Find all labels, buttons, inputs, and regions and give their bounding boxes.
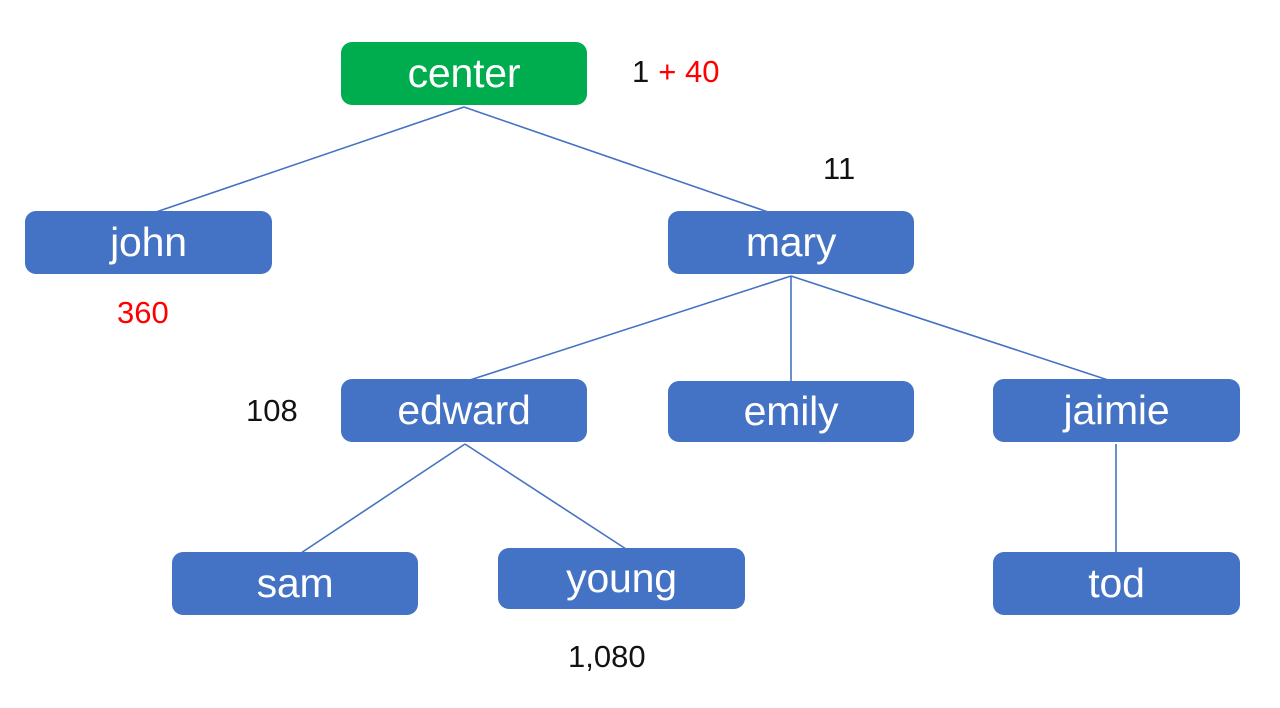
young-annotation: 1,080	[568, 639, 646, 674]
node-emily[interactable]: emily	[668, 381, 914, 442]
edward-annotation: 108	[246, 393, 298, 428]
edge-center-to-mary	[463, 106, 769, 213]
edge-edward-to-young	[464, 443, 627, 550]
node-young[interactable]: young	[498, 548, 745, 609]
center-annotation-delta: + 40	[658, 54, 720, 89]
node-edward[interactable]: edward	[341, 379, 587, 442]
john-annotation: 360	[117, 295, 169, 330]
center-annotation: 1+ 40	[632, 56, 719, 87]
center-annotation-value: 1	[632, 54, 650, 89]
edge-mary-to-jaimie	[790, 275, 1109, 381]
node-tod[interactable]: tod	[993, 552, 1240, 615]
edge-edward-to-sam	[300, 443, 466, 554]
node-center[interactable]: center	[341, 42, 587, 105]
node-mary[interactable]: mary	[668, 211, 914, 274]
node-sam[interactable]: sam	[172, 552, 418, 615]
node-john[interactable]: john	[25, 211, 272, 274]
mary-annotation: 11	[823, 151, 856, 186]
edge-center-to-john	[155, 106, 465, 213]
node-jaimie[interactable]: jaimie	[993, 379, 1240, 442]
edge-mary-to-edward	[469, 275, 792, 381]
